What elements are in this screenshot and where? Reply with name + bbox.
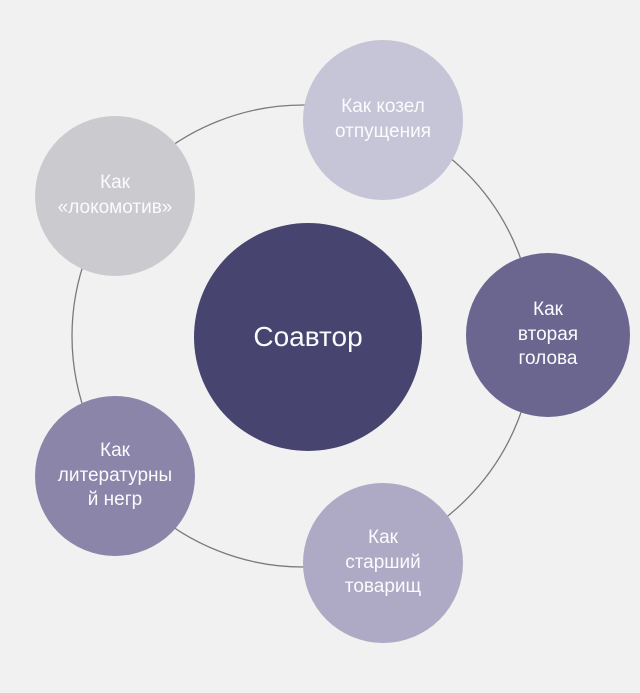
center-node-coauthor: Соавтор xyxy=(194,223,422,451)
node-ghostwriter: Как литературны й негр xyxy=(35,396,195,556)
node-label: Как вторая голова xyxy=(517,298,579,370)
node-senior-comrade: Как старший товарищ xyxy=(303,483,463,643)
node-locomotive: Как «локомотив» xyxy=(35,116,195,276)
node-label: Как козел отпущения xyxy=(334,96,432,142)
node-label: Как «локомотив» xyxy=(57,172,173,218)
node-label: Как литературны й негр xyxy=(57,439,173,511)
node-label: Как старший товарищ xyxy=(344,526,422,598)
center-node-label: Соавтор xyxy=(253,321,363,353)
node-second-head: Как вторая голова xyxy=(466,253,630,417)
node-scapegoat: Как козел отпущения xyxy=(303,40,463,200)
